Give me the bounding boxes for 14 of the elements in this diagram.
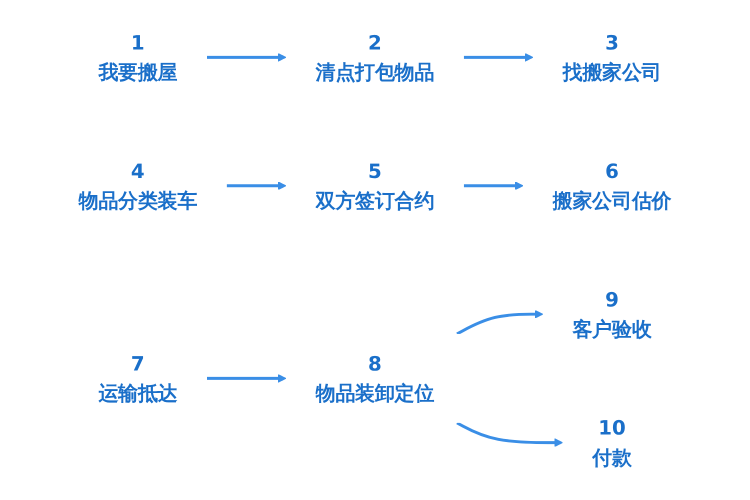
node-text: 6 搬家公司估价 — [552, 159, 672, 212]
arrow — [226, 181, 286, 190]
arrow — [464, 53, 534, 62]
node-text: 9 客户验收 — [572, 288, 652, 341]
arrow — [207, 374, 286, 383]
arrow — [464, 181, 524, 190]
node-text: 4 物品分类装车 — [78, 159, 198, 212]
node-text: 1 我要搬屋 — [98, 30, 178, 84]
node-text: 2 清点打包物品 — [316, 30, 434, 84]
arrow — [207, 53, 286, 62]
node-text: 7 运输抵达 — [98, 352, 178, 406]
node-text: 8 物品装卸定位 — [316, 352, 434, 406]
arrow — [456, 422, 564, 447]
arrow — [456, 310, 544, 336]
